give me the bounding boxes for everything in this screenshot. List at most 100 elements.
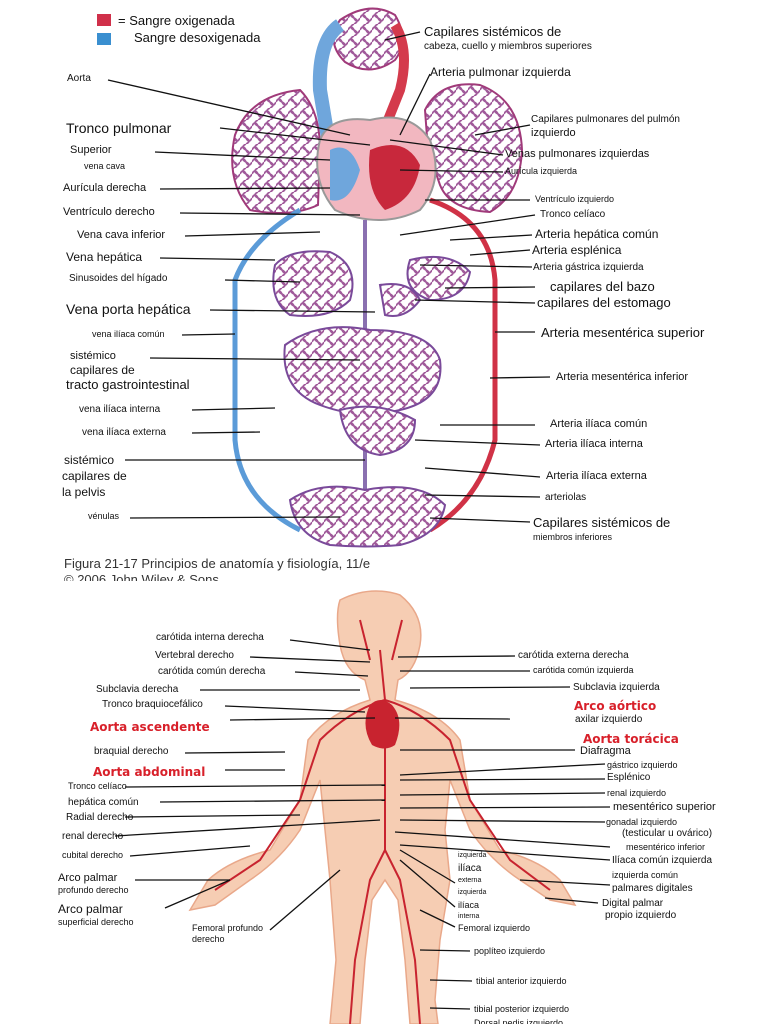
label-tibial-anterior: tibial anterior izquierdo <box>476 976 567 986</box>
label-digital-palmar: Digital palmar <box>602 898 664 909</box>
label-aorta-ascendente: Aorta ascendente <box>90 720 210 734</box>
label-dorsal-pedis: Dorsal pedis izquierdo <box>474 1019 564 1024</box>
label-popliteo: poplíteo izquierdo <box>474 946 546 956</box>
label-capilares-de-2: capilares de <box>62 469 127 483</box>
label-esplenico: Esplénico <box>607 772 651 783</box>
label-arco-palmar-1: Arco palmar <box>58 872 118 884</box>
label-propio: propio izquierdo <box>605 910 677 921</box>
label-radial: Radial derecho <box>66 812 134 823</box>
label-izquierdo: izquierdo <box>531 127 576 139</box>
deoxygenated-swatch <box>97 33 111 45</box>
label-capilares-bazo: capilares del bazo <box>550 279 655 294</box>
label-iliaca-interna-1: izquierda <box>458 889 487 896</box>
legend-oxygenated: = Sangre oxigenada <box>118 13 235 28</box>
label-tracto: tracto gastrointestinal <box>66 377 190 392</box>
label-arteriolas: arteriolas <box>545 492 587 503</box>
label-iliaca-comun-izq: Ilíaca común izquierda <box>612 855 713 866</box>
legs-capillaries <box>288 485 447 548</box>
label-vena-iliaca-externa: vena ilíaca externa <box>82 427 166 438</box>
label-capilares-de-1: capilares de <box>70 363 135 377</box>
gi-capillaries <box>283 326 442 415</box>
label-femoral-izq: Femoral izquierdo <box>458 923 531 933</box>
label-carotida-comun: carótida común derecha <box>158 666 266 677</box>
label-vena-iliaca-comun: vena ilíaca común <box>92 329 165 339</box>
label-subclavia-derecha: Subclavia derecha <box>96 684 179 695</box>
label-venulas: vénulas <box>88 511 120 521</box>
label-carotida-comun-izq: carótida común izquierda <box>533 665 634 675</box>
label-renal-izq: renal izquierdo <box>607 788 667 798</box>
label-tibial-posterior: tibial posterior izquierdo <box>474 1004 570 1014</box>
label-aorta-abdominal: Aorta abdominal <box>93 765 206 779</box>
label-arteria-iliaca-interna: Arteria ilíaca interna <box>545 438 643 450</box>
figure-caption: Figura 21-17 Principios de anatomía y fi… <box>64 556 371 571</box>
label-carotida-interna: carótida interna derecha <box>156 632 264 643</box>
label-braquial: braquial derecho <box>94 746 169 757</box>
label-ventriculo-derecho: Ventrículo derecho <box>63 206 155 218</box>
label-mesenterico-sup: mesentérico superior <box>613 801 716 813</box>
head-capillaries <box>332 7 404 71</box>
label-arteria-mesenterica-inf: Arteria mesentérica inferior <box>556 371 689 383</box>
label-capilares-estomago: capilares del estomago <box>537 295 671 310</box>
label-arco-aortico: Arco aórtico <box>574 699 657 713</box>
label-gastrico: gástrico izquierdo <box>607 760 678 770</box>
circulation-diagram <box>107 7 551 548</box>
label-auricula-derecha: Aurícula derecha <box>63 182 147 194</box>
spleen <box>406 255 472 302</box>
label-tronco-celiaco-top: Tronco celíaco <box>540 209 606 220</box>
label-la-pelvis: la pelvis <box>62 485 106 499</box>
label-iliaca-externa-3: externa <box>458 877 482 884</box>
right-lung <box>231 88 322 214</box>
label-vena-cava-inferior: Vena cava inferior <box>77 229 166 241</box>
label-superficial: superficial derecho <box>58 917 134 927</box>
label-ventriculo-izquierdo: Ventrículo izquierdo <box>535 194 615 204</box>
label-iliaca-comun-2: izquierda común <box>612 870 679 880</box>
label-iliaca-interna-2: ilíaca <box>458 900 480 910</box>
label-diafragma: Diafragma <box>580 745 631 757</box>
label-vena-cava: vena cava <box>84 161 126 171</box>
label-cabeza: cabeza, cuello y miembros superiores <box>424 41 592 52</box>
label-capilares-miembros: Capilares sistémicos de <box>533 515 671 530</box>
label-vena-porta: Vena porta hepática <box>66 301 191 317</box>
label-femoral-derecho: derecho <box>192 934 225 944</box>
label-palmares: palmares digitales <box>612 883 693 894</box>
label-arteria-esplenica: Arteria esplénica <box>532 243 622 257</box>
pelvis-capillaries <box>338 405 417 457</box>
label-mesenterico-inf: mesentérico inferior <box>626 842 706 852</box>
label-tronco-braquio: Tronco braquiocefálico <box>102 699 203 710</box>
label-carotida-externa: carótida externa derecha <box>518 650 629 661</box>
label-arteria-pulmonar: Arteria pulmonar izquierda <box>430 65 571 79</box>
left-lung <box>423 83 524 214</box>
label-profundo: profundo derecho <box>58 885 129 895</box>
label-tronco-celiaco-bottom: Tronco celíaco <box>68 781 127 791</box>
label-arco-palmar-2: Arco palmar <box>58 902 123 916</box>
label-arteria-iliaca-externa: Arteria ilíaca externa <box>546 470 647 482</box>
label-femoral-profundo: Femoral profundo <box>192 923 264 933</box>
label-arteria-mesenterica-sup: Arteria mesentérica superior <box>541 325 705 340</box>
label-renal: renal derecho <box>62 831 124 842</box>
label-tronco-pulmonar: Tronco pulmonar <box>66 120 172 136</box>
label-vena-hepatica: Vena hepática <box>66 250 143 264</box>
label-vertebral: Vertebral derecho <box>155 650 234 661</box>
liver <box>272 250 354 317</box>
label-axilar: axilar izquierdo <box>575 714 643 725</box>
label-venas-pulmonares: Venas pulmonares izquierdas <box>505 148 650 160</box>
oxygenated-swatch <box>97 14 111 26</box>
label-aorta-toracica: Aorta torácica <box>583 732 679 746</box>
label-miembros-inferiores: miembros inferiores <box>533 532 613 542</box>
label-sistemico-1: sistémico <box>70 350 116 362</box>
heart-small <box>365 700 400 749</box>
label-aorta: Aorta <box>67 73 91 84</box>
label-capilares-pulmonares: Capilares pulmonares del pulmón <box>531 114 680 125</box>
label-arteria-hepatica: Arteria hepática común <box>535 227 659 241</box>
label-testicular: (testicular u ovárico) <box>622 828 713 839</box>
label-hepatica-comun: hepática común <box>68 797 139 808</box>
label-iliaca-externa-1: izquierda <box>458 852 487 859</box>
label-sistemico-2: sistémico <box>64 453 115 467</box>
label-vena-iliaca-interna: vena ilíaca interna <box>79 404 161 415</box>
figure-copyright: © 2006 John Wiley & Sons <box>64 572 219 581</box>
label-arteria-iliaca-comun: Arteria ilíaca común <box>550 418 648 430</box>
label-cubital: cubital derecho <box>62 850 124 860</box>
label-superior: Superior <box>70 144 112 156</box>
label-gonadal: gonadal izquierdo <box>606 817 678 827</box>
label-iliaca-interna-3: interna <box>458 913 480 920</box>
